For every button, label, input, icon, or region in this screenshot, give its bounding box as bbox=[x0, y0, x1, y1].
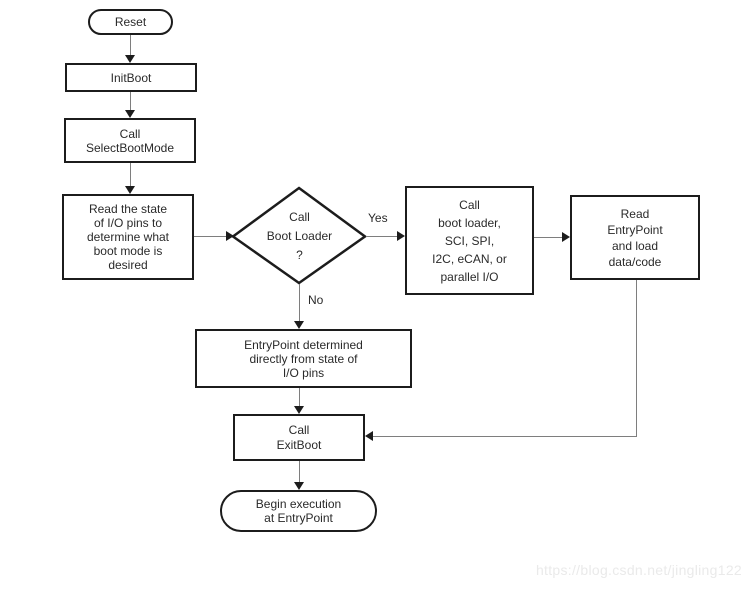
connector-decision-entrypointdetermined bbox=[299, 284, 300, 322]
process-initboot: InitBoot bbox=[65, 63, 197, 92]
process-entrypoint-determined: EntryPoint determined directly from stat… bbox=[195, 329, 412, 388]
terminator-reset: Reset bbox=[88, 9, 173, 35]
arrowhead-right-icon bbox=[226, 231, 234, 241]
connector-reset-initboot bbox=[130, 35, 131, 56]
connector-readentrypoint-exitboot-vertical bbox=[636, 280, 637, 436]
process-read-entrypoint: Read EntryPoint and load data/code bbox=[570, 195, 700, 280]
process-call-exitboot: Call ExitBoot bbox=[233, 414, 365, 461]
connector-decision-callbootloader bbox=[366, 236, 398, 237]
connector-readentrypoint-exitboot-horizontal bbox=[371, 436, 637, 437]
connector-entrypointdetermined-exitboot bbox=[299, 388, 300, 407]
arrowhead-down-icon bbox=[125, 186, 135, 194]
connector-readstate-decision bbox=[194, 236, 227, 237]
arrowhead-down-icon bbox=[294, 321, 304, 329]
edge-label-yes: Yes bbox=[366, 211, 390, 225]
process-call-boot-loader: Call boot loader, SCI, SPI, I2C, eCAN, o… bbox=[405, 186, 534, 295]
decision-label: Call Boot Loader ? bbox=[266, 210, 333, 262]
arrowhead-down-icon bbox=[294, 406, 304, 414]
terminator-begin-execution: Begin execution at EntryPoint bbox=[220, 490, 377, 532]
arrowhead-down-icon bbox=[294, 482, 304, 490]
connector-exitboot-beginexecution bbox=[299, 461, 300, 483]
watermark-url: https://blog.csdn.net/jingling122 bbox=[535, 562, 742, 578]
process-select-boot-mode: Call SelectBootMode bbox=[64, 118, 196, 163]
process-read-io-state: Read the state of I/O pins to determine … bbox=[62, 194, 194, 280]
connector-selectbootmode-readstate bbox=[130, 163, 131, 187]
arrowhead-right-icon bbox=[397, 231, 405, 241]
connector-initboot-selectbootmode bbox=[130, 92, 131, 111]
arrowhead-down-icon bbox=[125, 110, 135, 118]
arrowhead-down-icon bbox=[125, 55, 135, 63]
decision-call-boot-loader: Call Boot Loader ? bbox=[229, 184, 370, 289]
arrowhead-left-icon bbox=[365, 431, 373, 441]
arrowhead-right-icon bbox=[562, 232, 570, 242]
connector-callbootloader-readentrypoint bbox=[534, 237, 563, 238]
decision-diamond-shape bbox=[230, 186, 368, 285]
edge-label-no: No bbox=[306, 293, 326, 307]
